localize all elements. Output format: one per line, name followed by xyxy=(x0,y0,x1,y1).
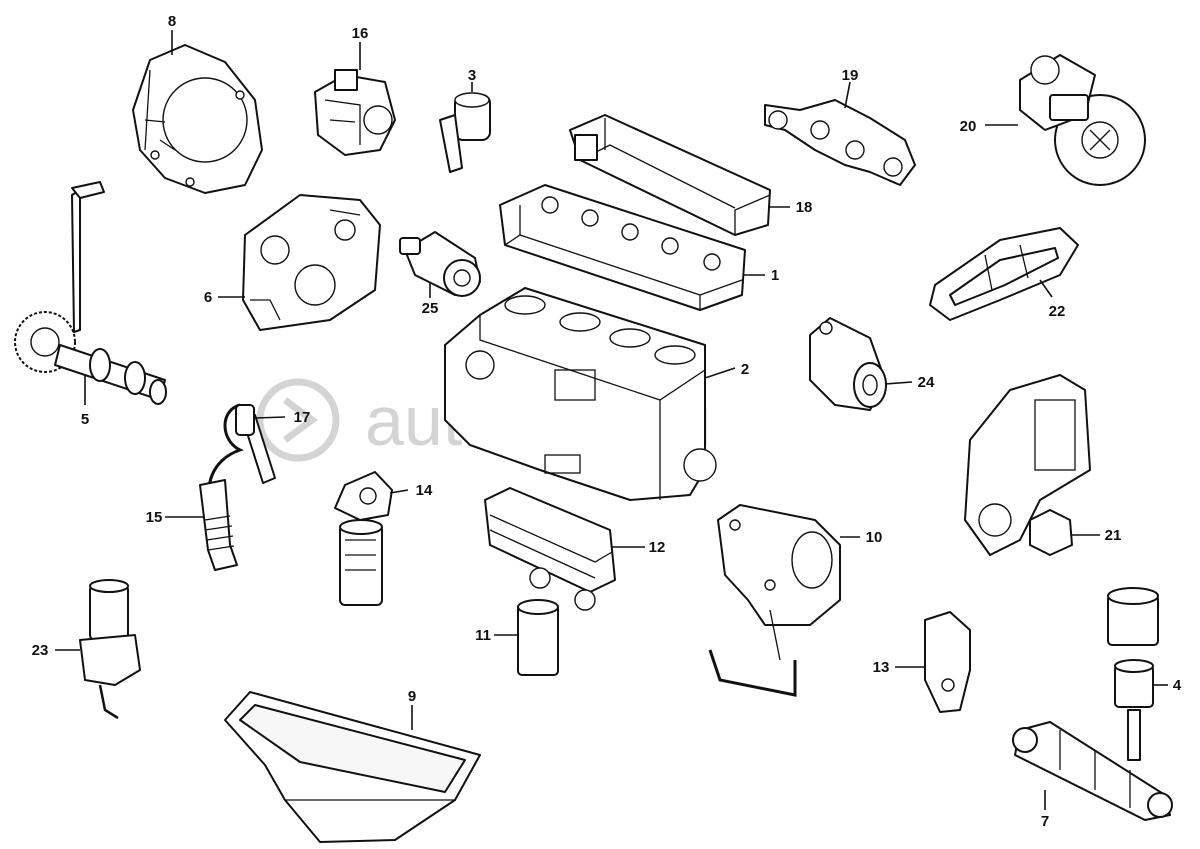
injection-pump-drawing[interactable] xyxy=(314,69,396,156)
bracket-drawing[interactable] xyxy=(924,611,971,713)
callout-13: 13 xyxy=(873,659,890,676)
camshaft-drawing[interactable] xyxy=(14,181,167,405)
oil-filter-drawing[interactable] xyxy=(517,599,559,676)
callout-5: 5 xyxy=(81,411,89,428)
callout-21: 21 xyxy=(1105,527,1122,544)
timing-cover-drawing[interactable] xyxy=(242,194,381,331)
water-pump-drawing[interactable] xyxy=(964,374,1091,556)
callout-11: 11 xyxy=(475,627,491,644)
oil-pump-cover-drawing[interactable] xyxy=(708,504,841,697)
fuel-lift-pump-drawing[interactable] xyxy=(79,579,141,720)
callout-8: 8 xyxy=(168,13,176,30)
callout-9: 9 xyxy=(408,688,416,705)
fuel-filter-drawing[interactable] xyxy=(334,471,393,606)
cylinder-head-drawing[interactable] xyxy=(499,184,746,311)
callout-labels: 8 16 3 19 20 18 1 22 6 25 2 24 5 17 15 1… xyxy=(32,13,1182,830)
callout-4: 4 xyxy=(1173,677,1182,694)
callout-16: 16 xyxy=(352,25,369,42)
exhaust-manifold-drawing[interactable] xyxy=(764,99,916,186)
callout-18: 18 xyxy=(796,199,813,216)
leader-lines xyxy=(55,30,1168,810)
intake-manifold-drawing[interactable] xyxy=(569,114,771,236)
callout-1: 1 xyxy=(771,267,779,284)
injector-drawing[interactable] xyxy=(199,479,238,571)
stop-solenoid-drawing[interactable] xyxy=(439,92,491,173)
crankshaft-drawing[interactable] xyxy=(1012,721,1173,821)
callout-23: 23 xyxy=(32,642,49,659)
callout-20: 20 xyxy=(960,118,977,135)
turbocharger-drawing[interactable] xyxy=(1019,54,1146,186)
callout-10: 10 xyxy=(866,529,883,546)
callout-17: 17 xyxy=(294,409,311,426)
flywheel-housing-drawing[interactable] xyxy=(132,44,263,194)
callout-25: 25 xyxy=(422,300,439,317)
drive-belt-drawing[interactable] xyxy=(929,227,1079,321)
oil-pan-drawing[interactable] xyxy=(224,691,481,843)
piston-liner-drawing[interactable] xyxy=(1107,587,1159,761)
callout-22: 22 xyxy=(1049,303,1066,320)
oil-cooler-drawing[interactable] xyxy=(484,487,616,611)
alternator-drawing[interactable] xyxy=(809,317,887,411)
cylinder-block-drawing[interactable] xyxy=(444,287,717,501)
callout-19: 19 xyxy=(842,67,859,84)
callout-6: 6 xyxy=(204,289,212,306)
callout-14: 14 xyxy=(416,482,433,499)
callout-2: 2 xyxy=(741,361,749,378)
callout-3: 3 xyxy=(468,67,476,84)
callout-12: 12 xyxy=(649,539,666,556)
callout-15: 15 xyxy=(146,509,163,526)
callout-24: 24 xyxy=(918,374,935,391)
starter-motor-drawing[interactable] xyxy=(399,231,481,297)
callout-7: 7 xyxy=(1041,813,1049,830)
